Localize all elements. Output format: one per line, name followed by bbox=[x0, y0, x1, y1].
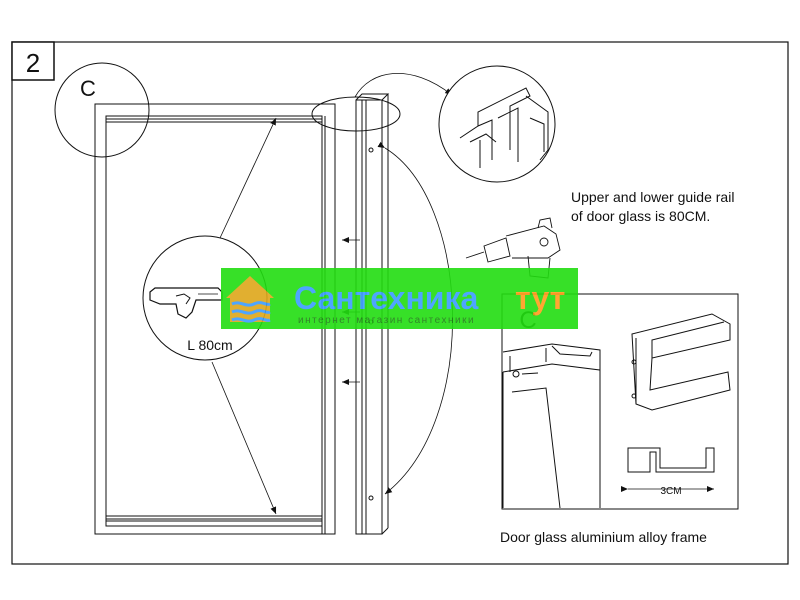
rail-length-label: L 80cm bbox=[187, 337, 232, 353]
leader-top bbox=[219, 117, 277, 239]
detail-label-c: C bbox=[80, 76, 96, 101]
house-logo-icon bbox=[226, 276, 274, 323]
watermark-banner: Сантехника тут интернет магазин сантехни… bbox=[221, 268, 578, 329]
step-number-box: 2 bbox=[11, 41, 55, 81]
leader-bottom bbox=[211, 361, 277, 515]
post-top-callout bbox=[311, 96, 401, 132]
watermark-bg bbox=[221, 268, 578, 329]
magnify-arrow bbox=[354, 73, 453, 98]
profile-dimension-label: 3CM bbox=[660, 486, 681, 497]
frame-profile-inset: C 3CM bbox=[501, 293, 739, 510]
frame-caption: Door glass aluminium alloy frame bbox=[500, 529, 707, 545]
top-profile-magnified bbox=[438, 65, 556, 183]
watermark-subtitle: интернет магазин сантехники bbox=[298, 315, 475, 326]
watermark-title-accent: тут bbox=[515, 280, 565, 316]
page-border bbox=[11, 41, 789, 565]
watermark-title: Сантехника bbox=[294, 280, 478, 316]
guide-rail-note-line1: Upper and lower guide rail bbox=[571, 189, 734, 205]
guide-rail-note-line2: of door glass is 80CM. bbox=[571, 208, 710, 224]
detail-callout-c: C bbox=[54, 62, 150, 158]
step-number: 2 bbox=[26, 48, 40, 78]
